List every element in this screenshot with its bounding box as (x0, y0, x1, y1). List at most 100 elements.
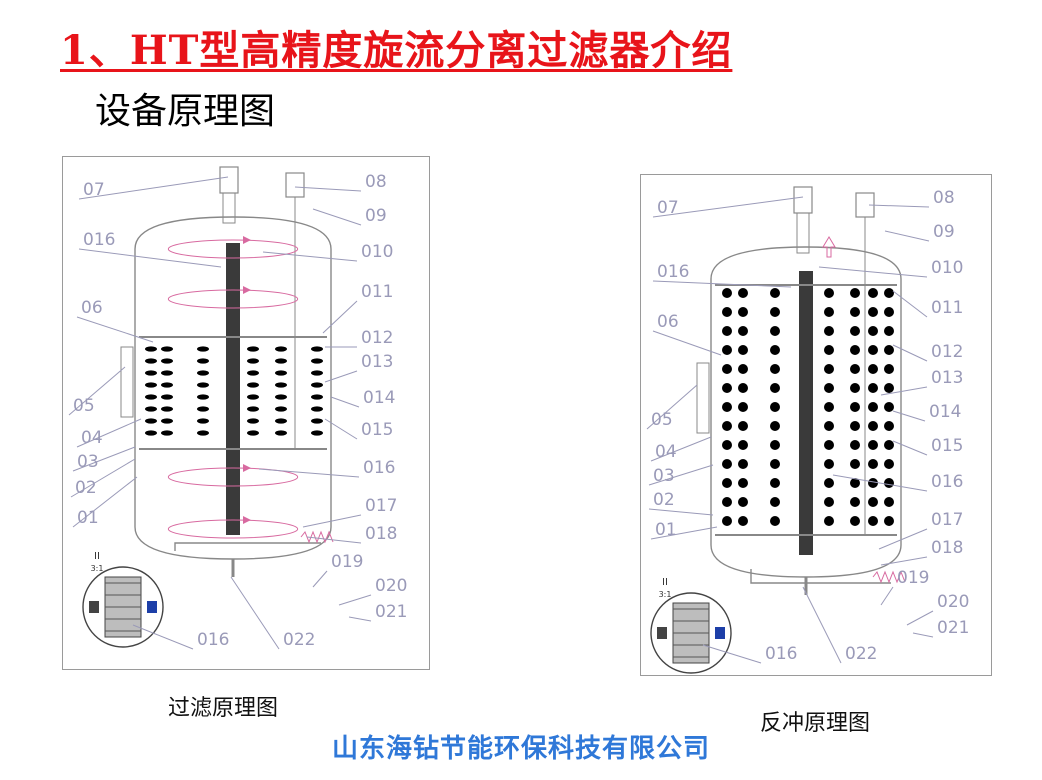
filtration-diagram-caption: 过滤原理图 (168, 696, 279, 721)
media-particle (738, 364, 748, 374)
media-particle (145, 382, 157, 388)
swirl-flow (167, 239, 299, 259)
part-label: 04 (81, 428, 103, 448)
leader-line (652, 280, 792, 288)
media-particle (850, 288, 860, 298)
part-label: 02 (75, 478, 97, 498)
media-particle (738, 345, 748, 355)
media-particle (311, 358, 323, 364)
media-particle (197, 370, 209, 376)
media-particle (868, 421, 878, 431)
backwash-diagram-caption: 反冲原理图 (760, 711, 871, 736)
leader-line (650, 436, 712, 462)
leader-line (650, 526, 718, 540)
media-particle (770, 326, 780, 336)
swirl-arrow-head (243, 464, 251, 472)
leader-line (892, 410, 926, 422)
media-particle (311, 406, 323, 412)
media-particle (275, 346, 287, 352)
media-particle (197, 358, 209, 364)
part-label: 03 (653, 466, 675, 486)
media-particle (884, 364, 894, 374)
part-label: 01 (77, 508, 99, 528)
detail-bolt-right (147, 601, 157, 613)
media-particle (868, 497, 878, 507)
leader-line (72, 476, 138, 528)
media-particle (275, 430, 287, 436)
media-particle (884, 326, 894, 336)
part-label: 016 (765, 644, 797, 664)
media-particle (824, 345, 834, 355)
media-particle (145, 406, 157, 412)
part-label: 08 (933, 188, 955, 208)
leader-line (880, 556, 928, 566)
media-particle (145, 418, 157, 424)
media-particle (722, 459, 732, 469)
leader-line (330, 396, 360, 408)
vessel-shell (134, 216, 332, 560)
media-particle (738, 440, 748, 450)
media-particle (868, 288, 878, 298)
media-particle (868, 459, 878, 469)
detail-circle (82, 566, 164, 648)
part-label: 010 (361, 242, 393, 262)
leader-line (884, 230, 930, 242)
media-particle (868, 478, 878, 488)
swirl-flow (167, 519, 299, 539)
leader-line (880, 586, 894, 606)
media-particle (722, 497, 732, 507)
media-particle (850, 364, 860, 374)
leader-line (70, 458, 136, 498)
part-label: 016 (363, 458, 395, 478)
leader-line (892, 344, 928, 362)
leader-line (648, 464, 714, 486)
part-label: 013 (931, 368, 963, 388)
part-label: 014 (363, 388, 395, 408)
leader-line (258, 468, 360, 478)
page-title: 1、HT型高精度旋流分离过滤器介绍 (60, 27, 733, 74)
part-label: 016 (657, 262, 689, 282)
media-particle (311, 346, 323, 352)
part-label: 01 (655, 520, 677, 540)
leader-line (76, 316, 154, 343)
media-particle (824, 364, 834, 374)
part-label: 016 (931, 472, 963, 492)
media-particle (161, 382, 173, 388)
part-label: 015 (361, 420, 393, 440)
part-label: 011 (931, 298, 963, 318)
part-label: 021 (375, 602, 407, 622)
part-label: 019 (331, 552, 363, 572)
media-particle (247, 418, 259, 424)
part-label: 02 (653, 490, 675, 510)
media-particle (275, 418, 287, 424)
leader-line (132, 624, 194, 650)
leader-line (892, 440, 928, 456)
detail-scale: 3:1 (91, 564, 104, 573)
media-particle (722, 402, 732, 412)
media-particle (738, 307, 748, 317)
media-particle (275, 358, 287, 364)
media-particle (197, 394, 209, 400)
media-particle (884, 288, 894, 298)
motor-left-shaft (222, 192, 236, 224)
leader-line (230, 576, 280, 650)
media-particle (884, 478, 894, 488)
media-particle (850, 402, 860, 412)
part-label: 04 (655, 442, 677, 462)
media-particle (824, 516, 834, 526)
media-particle (884, 421, 894, 431)
media-particle (770, 516, 780, 526)
leader-line (324, 370, 358, 383)
media-particle (770, 421, 780, 431)
leader-line (306, 536, 362, 544)
media-particle (770, 402, 780, 412)
media-particle (197, 346, 209, 352)
part-label: 012 (361, 328, 393, 348)
leader-line (868, 204, 930, 208)
media-particle (884, 383, 894, 393)
motor-left (219, 166, 239, 194)
swirl-flow-arrows (167, 236, 299, 539)
media-particle (722, 516, 732, 526)
media-particle (722, 364, 732, 374)
